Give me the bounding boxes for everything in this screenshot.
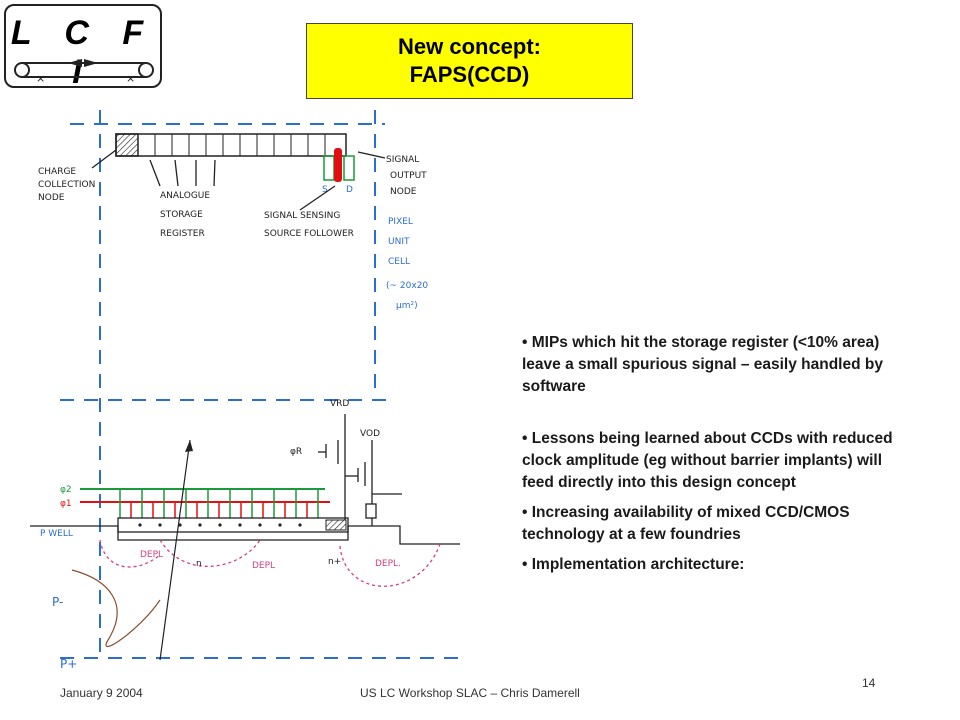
label-sensing-2: SOURCE FOLLOWER	[264, 229, 354, 239]
label-pixel-5: μm²)	[396, 301, 418, 311]
page-number: 14	[862, 676, 876, 690]
bullet-lessons: • Lessons being learned about CCDs with …	[522, 430, 893, 491]
storage-channel	[117, 517, 349, 533]
circuit-schematic	[318, 414, 402, 526]
svg-text:×: ×	[126, 72, 135, 85]
label-pixel-1: PIXEL	[388, 217, 413, 227]
label-pplus: P+	[60, 657, 77, 670]
mip-track	[159, 439, 191, 661]
label-depl-mid: DEPL	[252, 561, 275, 571]
label-pminus: P-	[52, 595, 63, 609]
label-n: n	[196, 559, 202, 569]
pixel-boundary	[60, 110, 460, 659]
label-charge-3: NODE	[38, 193, 65, 203]
label-pixel-4: (~ 20x20	[386, 281, 428, 291]
title-line-1: New concept:	[397, 34, 542, 59]
label-vrd: VRD	[330, 399, 349, 409]
svg-text:×: ×	[36, 72, 45, 85]
label-sensing-1: SIGNAL SENSING	[264, 211, 340, 221]
label-s: S	[322, 185, 328, 195]
label-phi-r: φR	[290, 447, 302, 457]
label-charge-1: CHARGE	[38, 167, 76, 177]
label-pixel-3: CELL	[388, 257, 410, 267]
logo-art-icon: × ×	[14, 59, 154, 85]
label-output-1: SIGNAL	[386, 155, 419, 165]
label-vod: VOD	[360, 429, 380, 439]
title-line-2: FAPS(CCD)	[409, 62, 530, 87]
label-pixel-2: UNIT	[388, 237, 410, 247]
label-phi1: φ1	[60, 499, 72, 509]
depletion-regions	[99, 539, 441, 587]
label-output-3: NODE	[390, 187, 417, 197]
footer-date: January 9 2004	[60, 686, 143, 700]
pixel-sketch-diagram: S D CHARGE COLLECTION NODE ANALOGUE STOR…	[30, 110, 460, 670]
label-d: D	[346, 185, 353, 195]
label-phi2: φ2	[60, 485, 72, 495]
bullet-architecture: • Implementation architecture:	[522, 556, 745, 573]
label-charge-2: COLLECTION	[38, 180, 95, 190]
label-nplus: n+	[328, 557, 341, 567]
title-box: New concept: FAPS(CCD)	[306, 23, 633, 99]
label-depl-right: DEPL.	[375, 559, 401, 569]
lcfi-logo: L C F I × ×	[4, 4, 162, 91]
label-depl-left: DEPL	[140, 550, 163, 560]
bullet-mips: • MIPs which hit the storage register (<…	[522, 334, 883, 395]
charge-track	[71, 569, 161, 647]
bullet-list: • MIPs which hit the storage register (<…	[522, 332, 902, 576]
bullet-availability: • Increasing availability of mixed CCD/C…	[522, 504, 850, 543]
label-output-2: OUTPUT	[390, 171, 427, 181]
pwell-surface	[30, 525, 460, 545]
label-analogue-2: STORAGE	[160, 210, 203, 220]
label-pwell: P WELL	[40, 529, 73, 539]
label-analogue-3: REGISTER	[160, 229, 205, 239]
label-analogue-1: ANALOGUE	[160, 191, 210, 201]
footer-center: US LC Workshop SLAC – Chris Damerell	[360, 686, 580, 700]
storage-register	[115, 133, 347, 157]
logo-text: L C F I	[10, 14, 156, 91]
